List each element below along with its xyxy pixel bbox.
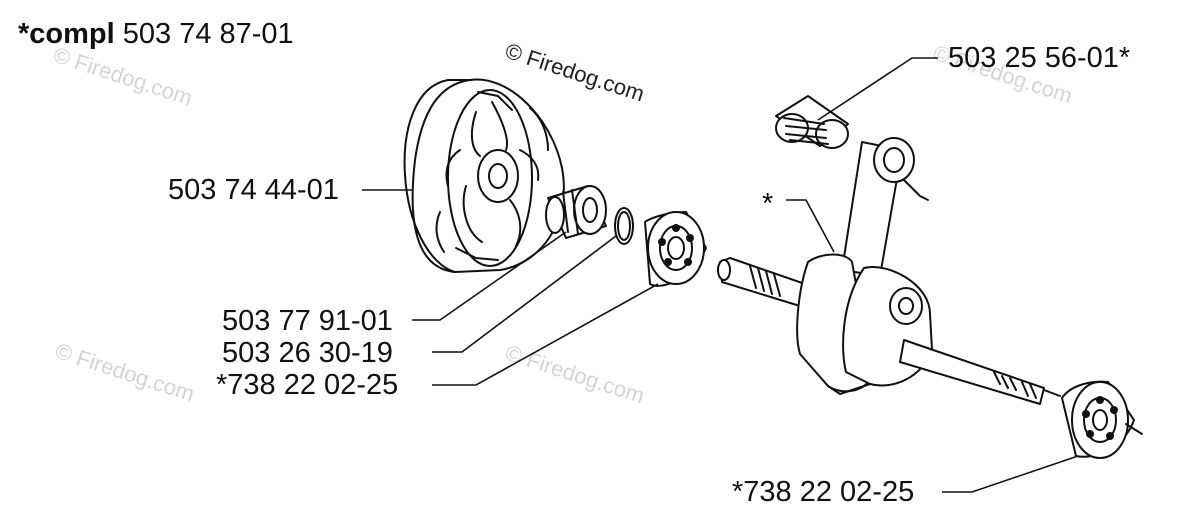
part-label-spacer: 503 77 91-01: [222, 305, 393, 337]
part-label-clutch: 503 74 44-01: [168, 174, 339, 206]
washer: [614, 207, 634, 245]
ball-bearing-right: [1061, 380, 1143, 459]
leader-lines: [362, 57, 1079, 493]
leader-bearing-left: [432, 283, 659, 386]
assembly-prefix: *compl: [18, 18, 115, 50]
leader-washer: [432, 235, 617, 353]
assembly-number: 503 74 87-01: [122, 18, 294, 50]
leader-spacer: [412, 231, 567, 321]
clutch-drum-spacer: [545, 185, 607, 239]
needle-bearing-top: [775, 95, 849, 149]
part-label-bearing-left: *738 22 02-25: [216, 369, 399, 401]
leader-crankshaft: [786, 199, 835, 253]
part-label-crankshaft: *: [762, 188, 774, 220]
clutch-assembly: [403, 78, 565, 273]
ball-bearing-left: [644, 211, 707, 287]
leader-bearing-right: [942, 455, 1079, 493]
part-label-bearing-right: *738 22 02-25: [732, 476, 915, 508]
leader-needle-bearing: [817, 57, 938, 121]
crankshaft-assembly: [717, 137, 1061, 405]
assembly-title: *compl 503 74 87-01: [18, 20, 294, 49]
part-label-needle-bearing: 503 25 56-01*: [948, 42, 1131, 74]
part-label-washer: 503 26 30-19: [222, 337, 393, 369]
